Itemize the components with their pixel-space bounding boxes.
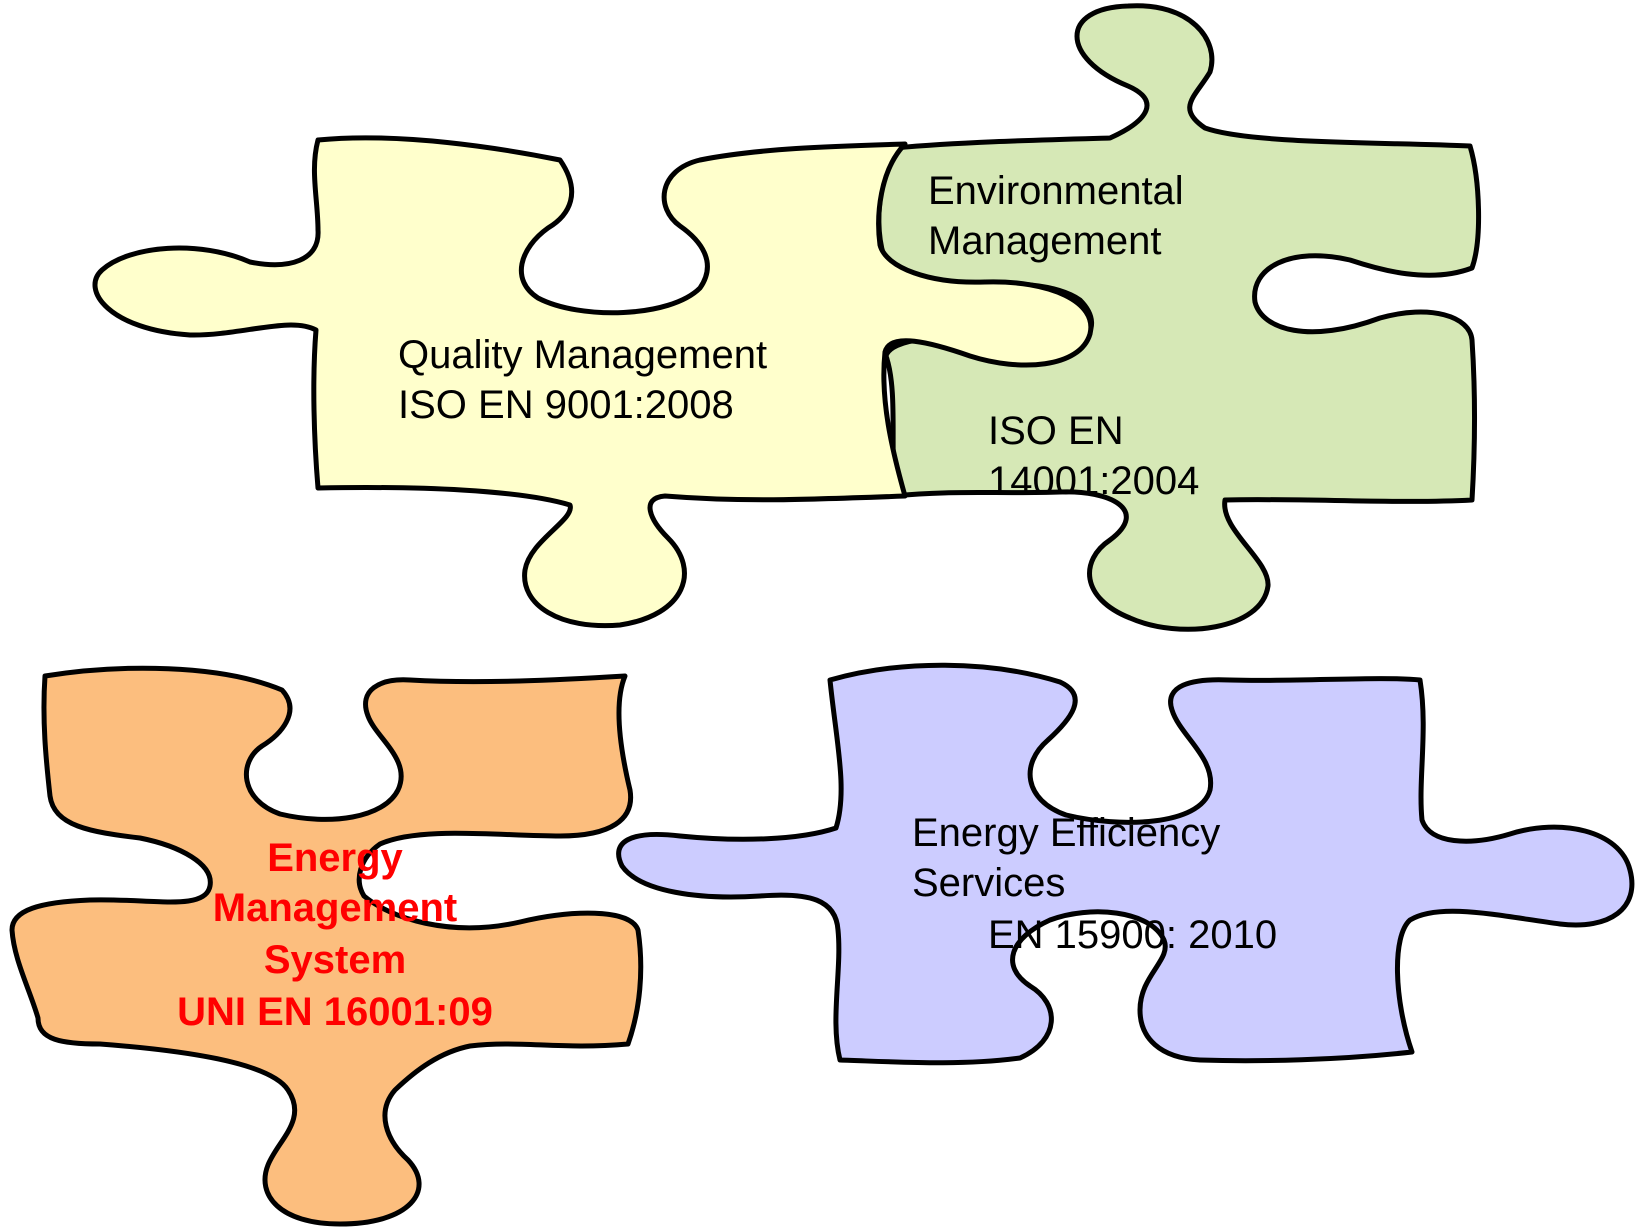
environmental-management-title-line1: Environmental — [928, 169, 1184, 213]
energy-efficiency-title-line1: Energy Efficiency — [912, 811, 1220, 855]
environmental-management-standard-line1: ISO EN — [988, 409, 1124, 453]
energy-management-title-line3: System — [264, 938, 406, 982]
energy-management-standard: UNI EN 16001:09 — [177, 990, 493, 1034]
energy-management-title-line1: Energy — [267, 836, 403, 880]
energy-efficiency-title-line2: Services — [912, 861, 1065, 905]
quality-management-piece — [92, 135, 1094, 629]
environmental-management-title-line2: Management — [928, 219, 1161, 263]
quality-management-title: Quality Management — [398, 333, 767, 377]
energy-management-title-line2: Management — [213, 886, 458, 930]
environmental-management-standard-line2: 14001:2004 — [988, 459, 1199, 503]
energy-efficiency-piece — [616, 662, 1635, 1066]
energy-management-piece — [9, 665, 644, 1227]
quality-management-standard: ISO EN 9001:2008 — [398, 383, 734, 427]
environmental-management-piece — [876, 3, 1482, 632]
energy-efficiency-standard: EN 15900: 2010 — [988, 913, 1277, 957]
